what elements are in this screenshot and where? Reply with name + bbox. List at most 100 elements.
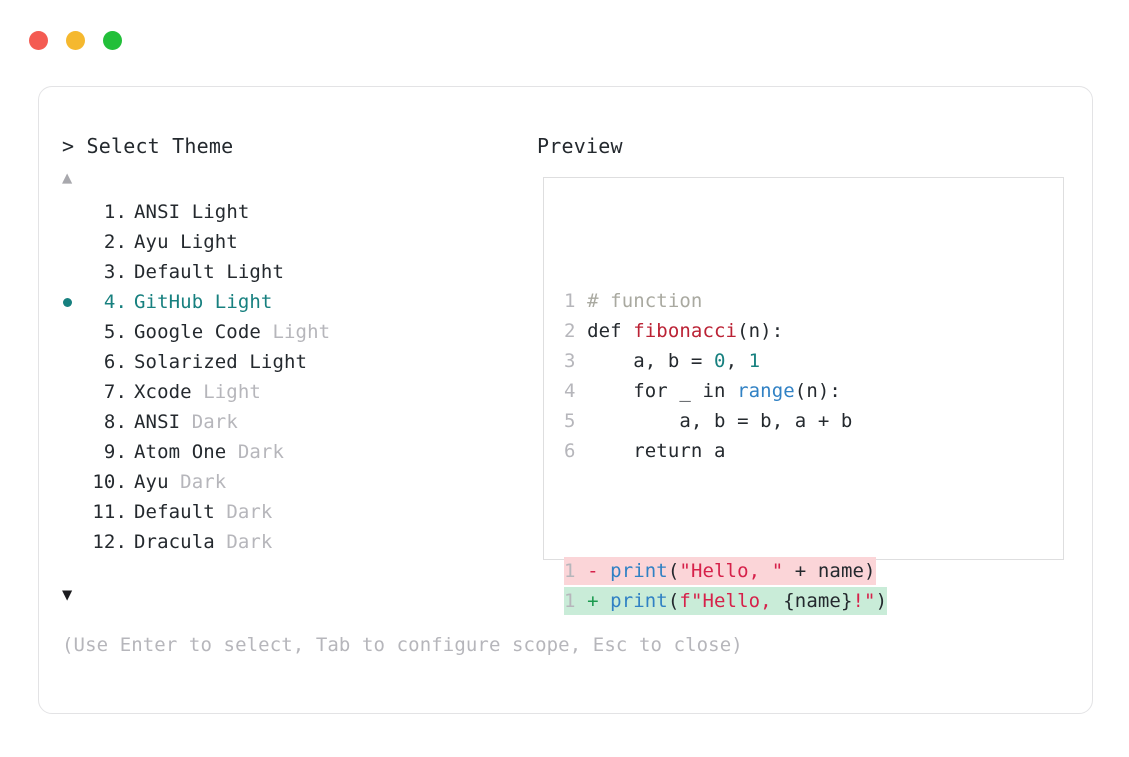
theme-item-name: Atom One Dark: [134, 441, 285, 463]
code-token: range: [737, 380, 795, 402]
theme-item-index: 7.: [103, 381, 127, 403]
theme-item-name: Xcode Light: [134, 381, 261, 403]
theme-item-index: 3.: [103, 261, 127, 283]
theme-list-item[interactable]: 2.Ayu Light: [39, 227, 509, 257]
theme-item-index: 5.: [103, 321, 127, 343]
line-number: 1: [564, 590, 588, 612]
theme-item-index: 4.: [103, 291, 127, 313]
theme-item-index: 1.: [103, 201, 127, 223]
code-token: # function: [587, 290, 703, 312]
theme-item-name: Default Dark: [134, 501, 273, 523]
theme-item-index: 6.: [103, 351, 127, 373]
diff-line-del: 1 - print("Hello, " + name): [564, 556, 887, 586]
line-number: 6: [564, 440, 588, 462]
theme-list-item[interactable]: 9. Atom One Dark: [39, 437, 509, 467]
window-traffic-lights: [29, 31, 122, 50]
theme-item-name: Google Code Light: [134, 321, 331, 343]
theme-item-name: ANSI Dark: [134, 411, 238, 433]
theme-list-item[interactable]: 5. Google Code Light: [39, 317, 509, 347]
diff-highlight: 1 - print("Hello, " + name): [564, 557, 876, 585]
code-token: + name): [783, 560, 876, 582]
theme-item-variant: Light: [191, 201, 250, 223]
theme-item-variant: Light: [226, 261, 285, 283]
theme-item-variant: Light: [272, 321, 331, 343]
scroll-up-icon[interactable]: ▲: [62, 168, 73, 188]
theme-item-variant: Dark: [226, 501, 273, 523]
theme-item-variant: Dark: [237, 441, 285, 463]
theme-item-variant: Light: [249, 351, 308, 373]
theme-item-variant: Light: [203, 381, 261, 403]
line-number: 5: [564, 410, 588, 432]
close-button[interactable]: [29, 31, 48, 50]
page-title: > Select Theme: [62, 134, 234, 158]
theme-item-index: 8.: [103, 411, 127, 433]
theme-list-item[interactable]: 10. Ayu Dark: [39, 467, 509, 497]
code-token: return a: [587, 440, 726, 462]
code-token: ,: [725, 350, 749, 372]
code-token: f"Hello,: [679, 590, 784, 612]
code-token: fibonacci: [633, 320, 738, 342]
diff-sign: -: [587, 560, 611, 582]
theme-item-name: Default Light: [134, 261, 285, 283]
theme-list-item[interactable]: 1. ANSI Light: [39, 197, 509, 227]
theme-item-index: 11.: [92, 501, 127, 523]
theme-item-variant: Dark: [191, 411, 238, 433]
code-token: for _ in: [587, 380, 738, 402]
theme-item-index: 10.: [92, 471, 127, 493]
theme-selector-card: > Select Theme Preview ▲ 1. ANSI Light 2.A…: [38, 86, 1093, 714]
code-token: 1: [748, 350, 761, 372]
code-line: 1 # function: [564, 286, 887, 316]
theme-list-item[interactable]: 3. Default Light: [39, 257, 509, 287]
code-token: {name}: [783, 590, 853, 612]
theme-list: 1. ANSI Light 2.Ayu Light 3. Default Light 4.…: [39, 197, 509, 557]
theme-list-item[interactable]: 7. Xcode Light: [39, 377, 509, 407]
code-token: !": [852, 590, 876, 612]
theme-item-name: Ayu Light: [134, 231, 238, 253]
code-line: 2 def fibonacci(n):: [564, 316, 887, 346]
theme-list-item[interactable]: 11. Default Dark: [39, 497, 509, 527]
code-token: 0: [714, 350, 726, 372]
theme-item-variant: Light: [180, 231, 238, 253]
minimize-button[interactable]: [66, 31, 85, 50]
code-line: 6 return a: [564, 436, 887, 466]
theme-list-item[interactable]: 8. ANSI Dark: [39, 407, 509, 437]
theme-item-name: ANSI Light: [134, 201, 250, 223]
theme-list-item[interactable]: 4. GitHub Light: [39, 287, 509, 317]
theme-item-index: 12.: [92, 531, 127, 553]
preview-header: Preview: [537, 134, 623, 158]
code-token: def: [587, 320, 634, 342]
maximize-button[interactable]: [103, 31, 122, 50]
line-number: 1: [564, 290, 588, 312]
theme-item-name: Ayu Dark: [134, 471, 227, 493]
code-token: ): [875, 590, 888, 612]
code-token: (: [667, 590, 680, 612]
code-token: a, b = b, a + b: [587, 410, 853, 432]
theme-item-name: Solarized Light: [134, 351, 308, 373]
theme-item-variant: Dark: [226, 531, 273, 553]
line-number: 2: [564, 320, 588, 342]
theme-item-index: 9.: [103, 441, 127, 463]
theme-list-item[interactable]: 6. Solarized Light: [39, 347, 509, 377]
theme-item-variant: Light: [214, 291, 273, 313]
code-token: (: [667, 560, 680, 582]
diff-block: 1 - print("Hello, " + name)1 + print(f"H…: [564, 556, 888, 616]
code-token: "Hello, ": [679, 560, 784, 582]
diff-sign: +: [587, 590, 611, 612]
theme-item-variant: Dark: [180, 471, 227, 493]
keyboard-hint: (Use Enter to select, Tab to configure s…: [62, 634, 743, 656]
code-token: (n):: [794, 380, 841, 402]
code-token: print: [610, 590, 668, 612]
code-line: 3 a, b = 0, 1: [564, 346, 887, 376]
diff-line-add: 1 + print(f"Hello, {name}!"): [564, 586, 888, 616]
code-token: (n):: [737, 320, 784, 342]
theme-list-item[interactable]: 12. Dracula Dark: [39, 527, 509, 557]
theme-item-name: GitHub Light: [134, 291, 273, 313]
selected-bullet-icon: [63, 298, 72, 307]
scroll-down-icon[interactable]: ▼: [62, 585, 73, 605]
line-number: 3: [564, 350, 588, 372]
line-number: 1: [564, 560, 588, 582]
theme-item-name: Dracula Dark: [134, 531, 273, 553]
